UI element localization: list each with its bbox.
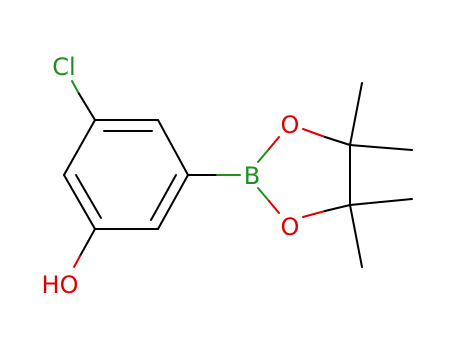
bond-methyl-bottom-down	[349, 204, 363, 268]
bond-o-c-bottom	[302, 210, 326, 218]
bond-c-cl	[77, 91, 96, 121]
oxygen-top-label: O	[281, 111, 300, 139]
bond-b-o-top	[257, 148, 270, 163]
bond-methyl-bottom-right	[349, 198, 413, 206]
bond-methyl-top-right	[349, 144, 413, 151]
bond-o-c-top-black	[324, 136, 351, 146]
bond-ring-c6-c1	[63, 119, 96, 176]
oxygen-bottom-label: O	[281, 213, 300, 241]
bond-c-oh	[79, 228, 96, 257]
chlorine-label: Cl	[52, 53, 75, 81]
bond-o-c-bottom-black	[324, 204, 351, 212]
bond-ring-c3-c4	[157, 174, 189, 230]
boron-label: B	[244, 162, 260, 190]
bond-b-o-bottom	[257, 187, 270, 202]
hydroxyl-label: HO	[42, 271, 79, 299]
bond-b-o-bottom-colored	[268, 200, 280, 214]
bond-methyl-top-up	[349, 82, 363, 146]
bond-c-oh-colored	[73, 255, 81, 268]
substituent-bonds	[71, 80, 413, 268]
bond-o-c-top	[302, 128, 326, 138]
bond-ring-c3-c4-inner	[150, 174, 177, 221]
bond-b-o-top-colored	[268, 136, 280, 150]
bond-ring-c2-c3	[157, 119, 189, 176]
bond-ring-c5-c6-inner	[75, 174, 102, 219]
bond-c-cl-colored	[71, 80, 79, 93]
bond-ring-c5-c6	[63, 174, 96, 230]
benzene-ring	[63, 119, 189, 230]
